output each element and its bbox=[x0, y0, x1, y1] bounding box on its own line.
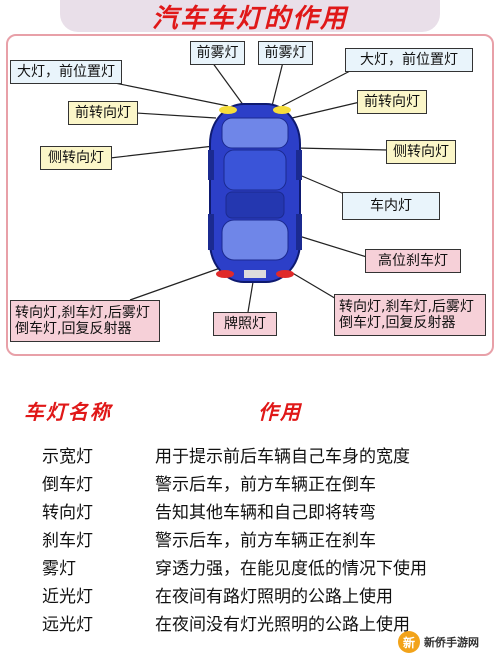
line-side-turn-right bbox=[295, 147, 389, 151]
label-front-turn-right: 前转向灯 bbox=[357, 90, 427, 114]
label-headlight-left: 大灯，前位置灯 bbox=[10, 60, 122, 84]
line-headlight-right bbox=[281, 69, 353, 107]
label-rear-right: 转向灯,刹车灯,后雾灯 倒车灯,回复反射器 bbox=[334, 294, 486, 336]
row-desc: 在夜间有路灯照明的公路上使用 bbox=[155, 587, 393, 607]
row-name: 刹车灯 bbox=[42, 531, 93, 551]
label-headlight-right: 大灯，前位置灯 bbox=[345, 48, 473, 72]
line-front-fog-right bbox=[271, 61, 284, 107]
label-side-turn-right: 侧转向灯 bbox=[386, 140, 456, 164]
label-rear-right-line1: 转向灯,刹车灯,后雾灯 bbox=[339, 298, 474, 315]
table-header-function: 作用 bbox=[258, 400, 302, 424]
row-desc: 警示后车，前方车辆正在刹车 bbox=[155, 531, 376, 551]
page-title: 汽车车灯的作用 bbox=[151, 3, 348, 34]
title-banner: 汽车车灯的作用 bbox=[60, 0, 440, 34]
row-name: 雾灯 bbox=[42, 559, 76, 579]
row-desc: 穿透力强，在能见度低的情况下使用 bbox=[155, 559, 427, 579]
line-front-turn-right bbox=[291, 101, 361, 119]
row-desc: 用于提示前后车辆自己车身的宽度 bbox=[155, 447, 410, 467]
table-header-name: 车灯名称 bbox=[24, 400, 112, 424]
line-headlight-left bbox=[99, 79, 229, 107]
line-side-turn-left bbox=[109, 145, 215, 159]
watermark-mark: 新 bbox=[398, 631, 420, 653]
label-rear-right-line2: 倒车灯,回复反射器 bbox=[339, 315, 456, 331]
row-name: 近光灯 bbox=[42, 587, 93, 607]
label-high-brake: 高位刹车灯 bbox=[365, 249, 461, 273]
car-illustration bbox=[208, 103, 302, 283]
label-interior: 车内灯 bbox=[342, 192, 440, 220]
label-side-turn-left: 侧转向灯 bbox=[40, 146, 112, 170]
label-rear-left-line2: 倒车灯,回复反射器 bbox=[15, 321, 132, 337]
row-desc: 告知其他车辆和自己即将转弯 bbox=[155, 503, 376, 523]
watermark-text: 新侨手游网 bbox=[424, 636, 479, 649]
label-plate: 牌照灯 bbox=[213, 312, 277, 336]
row-name: 远光灯 bbox=[42, 615, 93, 635]
label-front-turn-left: 前转向灯 bbox=[68, 101, 138, 125]
line-rear-left bbox=[129, 265, 227, 301]
label-front-fog-left: 前雾灯 bbox=[190, 41, 245, 65]
line-front-fog-left bbox=[211, 61, 245, 107]
row-name: 倒车灯 bbox=[42, 475, 93, 495]
row-name: 示宽灯 bbox=[42, 447, 93, 467]
row-name: 转向灯 bbox=[42, 503, 93, 523]
connector-lines bbox=[99, 61, 389, 313]
label-rear-left-line1: 转向灯,刹车灯,后雾灯 bbox=[15, 304, 150, 321]
label-front-fog-right: 前雾灯 bbox=[258, 41, 313, 65]
label-rear-left: 转向灯,刹车灯,后雾灯 倒车灯,回复反射器 bbox=[10, 300, 160, 342]
watermark-logo: 新 新侨手游网 bbox=[398, 631, 494, 653]
row-desc: 在夜间没有灯光照明的公路上使用 bbox=[155, 615, 410, 635]
row-desc: 警示后车，前方车辆正在倒车 bbox=[155, 475, 376, 495]
